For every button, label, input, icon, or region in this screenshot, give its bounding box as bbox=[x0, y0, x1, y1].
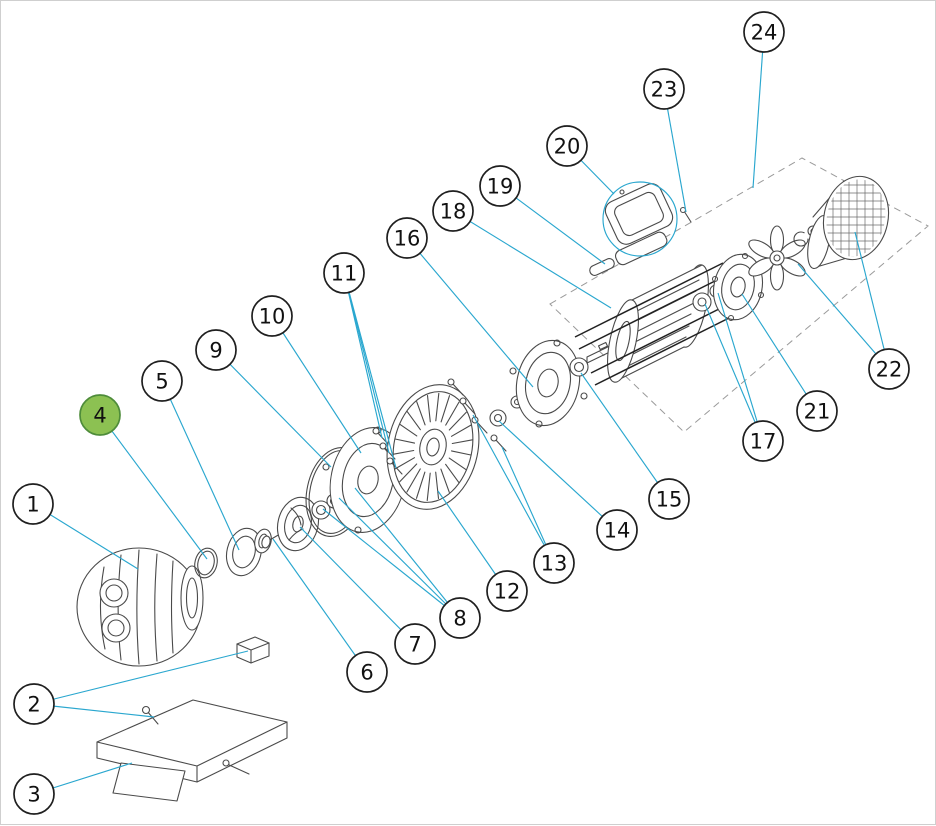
balloon-number: 2 bbox=[27, 693, 40, 717]
leader-line-8 bbox=[338, 497, 461, 619]
part-diffuser bbox=[386, 384, 480, 510]
leader-line-22 bbox=[797, 263, 890, 370]
balloon-number: 15 bbox=[656, 488, 683, 512]
leader-line-19 bbox=[499, 185, 606, 265]
balloon-3[interactable]: 3 bbox=[13, 773, 55, 815]
part-fan bbox=[748, 225, 806, 291]
balloon-number: 11 bbox=[331, 262, 358, 286]
balloon-16[interactable]: 16 bbox=[386, 217, 428, 259]
part-impeller bbox=[261, 496, 320, 552]
balloon-number: 13 bbox=[541, 552, 568, 576]
leader-line-14 bbox=[498, 420, 618, 531]
balloon-19[interactable]: 19 bbox=[479, 165, 521, 207]
leader-line-13 bbox=[501, 446, 555, 564]
leader-line-11 bbox=[343, 272, 397, 469]
leader-lines bbox=[32, 31, 890, 795]
part-shaft bbox=[586, 341, 617, 364]
leader-line-24 bbox=[752, 31, 765, 189]
leader-line-22 bbox=[854, 231, 890, 370]
balloon-number: 9 bbox=[209, 339, 222, 363]
leader-line-17 bbox=[704, 303, 764, 442]
balloon-21[interactable]: 21 bbox=[796, 390, 838, 432]
balloon-7[interactable]: 7 bbox=[394, 623, 436, 665]
balloon-12[interactable]: 12 bbox=[486, 570, 528, 612]
balloon-11[interactable]: 11 bbox=[323, 252, 365, 294]
part-fan-cover bbox=[807, 173, 893, 270]
balloon-5[interactable]: 5 bbox=[141, 360, 183, 402]
balloon-22[interactable]: 22 bbox=[868, 348, 910, 390]
balloon-number: 18 bbox=[440, 200, 467, 224]
balloon-number: 10 bbox=[259, 305, 286, 329]
balloon-number: 5 bbox=[155, 370, 168, 394]
kit-boundary-dashed bbox=[549, 157, 929, 433]
part-cover-screw bbox=[679, 206, 692, 223]
balloon-number: 20 bbox=[554, 135, 581, 159]
leader-line-9 bbox=[215, 349, 332, 468]
part-spring-washer bbox=[569, 357, 589, 377]
leader-line-8 bbox=[322, 508, 461, 619]
balloon-number: 7 bbox=[408, 633, 421, 657]
balloon-number: 16 bbox=[394, 227, 421, 251]
balloon-number: 23 bbox=[651, 78, 678, 102]
balloon-4[interactable]: 4 bbox=[79, 394, 121, 436]
balloon-number: 8 bbox=[453, 607, 466, 631]
leader-line-10 bbox=[271, 315, 362, 454]
leader-line-6 bbox=[272, 538, 368, 673]
leader-line-17 bbox=[717, 292, 764, 442]
part-capacitor bbox=[589, 258, 615, 276]
part-terminal-cover bbox=[604, 183, 674, 266]
balloon-17[interactable]: 17 bbox=[742, 420, 784, 462]
leader-line-4 bbox=[99, 414, 208, 560]
part-oring bbox=[194, 547, 218, 579]
part-lock-ring bbox=[225, 527, 272, 577]
balloon-24[interactable]: 24 bbox=[743, 11, 785, 53]
part-tie-bolts bbox=[574, 262, 744, 386]
balloon-number: 19 bbox=[487, 175, 514, 199]
balloon-number: 22 bbox=[876, 358, 903, 382]
leader-line-7 bbox=[299, 526, 416, 645]
part-base bbox=[96, 636, 288, 802]
balloon-14[interactable]: 14 bbox=[596, 509, 638, 551]
balloon-1[interactable]: 1 bbox=[12, 483, 54, 525]
leader-line-21 bbox=[741, 293, 818, 412]
balloon-number: 6 bbox=[360, 661, 373, 685]
diffuser-slots bbox=[392, 392, 474, 502]
part-motor bbox=[574, 262, 744, 386]
balloon-20[interactable]: 20 bbox=[546, 125, 588, 167]
balloon-number: 24 bbox=[751, 21, 778, 45]
balloon-13[interactable]: 13 bbox=[533, 542, 575, 584]
balloon-8[interactable]: 8 bbox=[439, 597, 481, 639]
balloon-23[interactable]: 23 bbox=[643, 68, 685, 110]
balloon-2[interactable]: 2 bbox=[13, 683, 55, 725]
leader-line-13 bbox=[472, 414, 555, 564]
part-front-endshield bbox=[509, 339, 588, 428]
leader-line-16 bbox=[406, 237, 534, 388]
balloon-number: 14 bbox=[604, 519, 631, 543]
balloon-number: 4 bbox=[93, 404, 106, 428]
balloon-number: 1 bbox=[26, 493, 39, 517]
leader-line-15 bbox=[580, 372, 670, 500]
leader-line-2 bbox=[33, 650, 249, 705]
leader-line-5 bbox=[161, 380, 240, 551]
balloon-number: 21 bbox=[804, 400, 831, 424]
balloon-18[interactable]: 18 bbox=[432, 190, 474, 232]
balloon-9[interactable]: 9 bbox=[195, 329, 237, 371]
part-pump-housing bbox=[76, 547, 204, 667]
balloon-number: 12 bbox=[494, 580, 521, 604]
balloon-15[interactable]: 15 bbox=[648, 478, 690, 520]
balloon-10[interactable]: 10 bbox=[251, 295, 293, 337]
leader-line-8 bbox=[354, 487, 461, 619]
balloon-6[interactable]: 6 bbox=[346, 651, 388, 693]
leader-line-18 bbox=[452, 210, 612, 309]
balloon-number: 3 bbox=[27, 783, 40, 807]
parts-drawing bbox=[76, 173, 893, 802]
balloon-number: 17 bbox=[750, 430, 777, 454]
terminal-cover-highlight-circle bbox=[602, 181, 678, 257]
